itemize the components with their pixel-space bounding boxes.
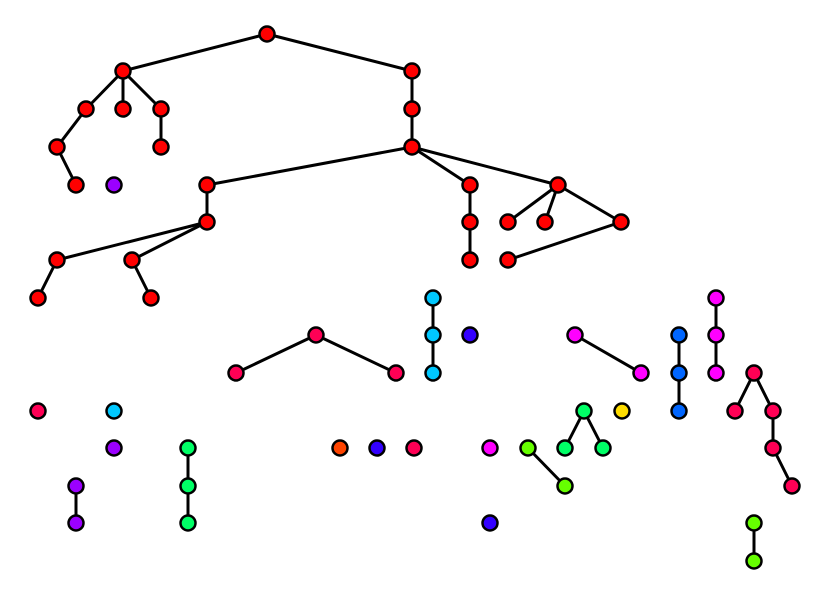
node-r2 (403, 62, 421, 80)
node-v0 (105, 176, 123, 194)
edge-r13-r21 (506, 183, 560, 224)
node-y0 (613, 402, 631, 420)
node-i0 (461, 326, 479, 344)
node-c0 (307, 326, 325, 344)
edge-r1-r3 (84, 69, 125, 111)
node-r22 (536, 213, 554, 231)
node-r23 (612, 213, 630, 231)
node-g5 (594, 439, 612, 457)
node-r17 (29, 289, 47, 307)
node-r4 (114, 100, 132, 118)
edge-r14-r16 (130, 220, 209, 262)
node-r6 (48, 138, 66, 156)
node-r12 (461, 176, 479, 194)
node-r21 (499, 213, 517, 231)
node-g2 (179, 514, 197, 532)
node-g3 (575, 402, 593, 420)
node-k4 (783, 477, 801, 495)
edge-r0-r1 (121, 32, 269, 73)
node-l2 (745, 514, 763, 532)
node-m3 (707, 326, 725, 344)
edge-l0-l1 (526, 446, 567, 488)
edge-r10-r13 (410, 145, 560, 187)
edge-r1-r5 (121, 69, 163, 111)
node-r9 (403, 100, 421, 118)
node-c2 (387, 364, 405, 382)
node-k1 (726, 402, 744, 420)
node-c3 (29, 402, 47, 420)
node-r11 (198, 176, 216, 194)
node-m2 (707, 289, 725, 307)
node-b2 (670, 402, 688, 420)
edge-r23-r24 (506, 220, 623, 262)
node-g1 (179, 477, 197, 495)
node-r7 (67, 176, 85, 194)
node-r1 (114, 62, 132, 80)
node-r0 (258, 25, 276, 43)
node-r19 (461, 213, 479, 231)
edge-r10-r11 (205, 145, 414, 187)
node-s2 (424, 364, 442, 382)
node-r8 (152, 138, 170, 156)
node-i1 (368, 439, 386, 457)
node-s1 (424, 326, 442, 344)
node-r15 (48, 251, 66, 269)
node-b0 (670, 326, 688, 344)
node-k2 (764, 402, 782, 420)
node-v3 (67, 514, 85, 532)
node-r16 (123, 251, 141, 269)
node-g4 (556, 439, 574, 457)
node-k0 (745, 364, 763, 382)
edge-c0-c1 (234, 333, 318, 375)
node-c4 (405, 439, 423, 457)
node-s3 (105, 402, 123, 420)
node-l3 (745, 552, 763, 570)
edge-r14-r15 (55, 220, 209, 262)
node-l0 (519, 439, 537, 457)
edge-r10-r12 (410, 145, 472, 187)
edge-c0-c2 (314, 333, 398, 375)
node-k3 (764, 439, 782, 457)
node-layer (29, 25, 801, 570)
node-s0 (424, 289, 442, 307)
node-l1 (556, 477, 574, 495)
node-m1 (632, 364, 650, 382)
node-g0 (179, 439, 197, 457)
node-r3 (77, 100, 95, 118)
node-r10 (403, 138, 421, 156)
node-r24 (499, 251, 517, 269)
node-b1 (670, 364, 688, 382)
node-v1 (105, 439, 123, 457)
node-o0 (331, 439, 349, 457)
node-r18 (142, 289, 160, 307)
node-i2 (481, 514, 499, 532)
node-c1 (227, 364, 245, 382)
node-r5 (152, 100, 170, 118)
edge-r13-r23 (556, 183, 623, 224)
node-m5 (481, 439, 499, 457)
node-r13 (549, 176, 567, 194)
edge-r0-r2 (265, 32, 414, 73)
edge-m0-m1 (573, 333, 643, 375)
node-r14 (198, 213, 216, 231)
node-v2 (67, 477, 85, 495)
node-m0 (566, 326, 584, 344)
node-m4 (707, 364, 725, 382)
node-r20 (461, 251, 479, 269)
